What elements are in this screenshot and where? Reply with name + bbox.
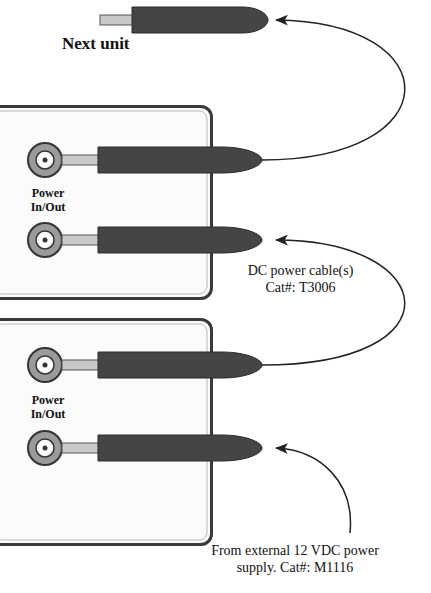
unit-box: Power In/Out [0,105,213,300]
dc-cable [262,20,405,160]
dc-cable [262,240,405,365]
dc-plug [62,435,262,461]
dc-jack [28,431,62,465]
housing-inner-line [0,111,207,294]
dc-jack [28,143,62,177]
dc-plug [62,352,262,378]
callout-note: From external 12 VDC power supply. Cat#:… [208,542,382,576]
unit-label: Next unit [62,34,130,54]
dc-jack [28,348,62,382]
leader-line [276,448,350,533]
housing-fill [0,105,213,300]
dc-plug [62,227,262,253]
callout-note: DC power cable(s) Cat#: T3006 [238,262,363,296]
dc-jack [28,223,62,257]
next-unit-plug [100,7,268,33]
dc-plug [62,147,262,173]
port-label: Power In/Out [13,186,83,214]
port-label: Power In/Out [13,393,83,421]
